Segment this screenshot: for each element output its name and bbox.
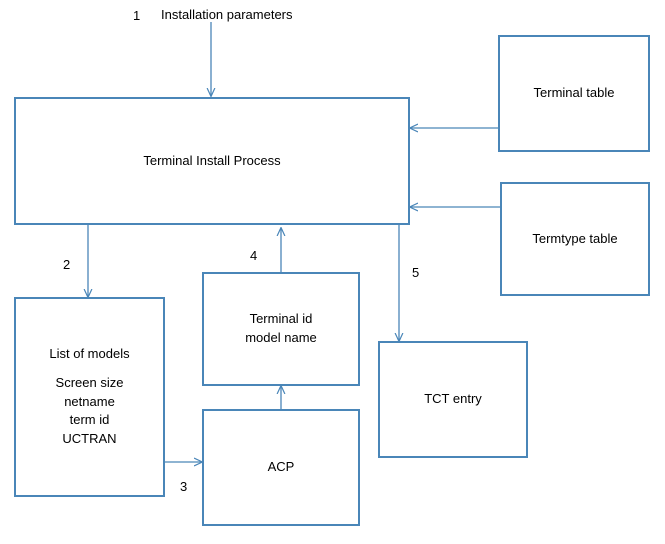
number-1: 1: [133, 8, 141, 23]
box-termtype-table[interactable]: Termtype table: [500, 182, 650, 296]
box-list-of-models-line-3: netname: [64, 393, 115, 409]
box-terminal-id-model-name-line-2: model name: [245, 330, 317, 345]
box-terminal-install-process[interactable]: Terminal Install Process: [14, 97, 410, 225]
box-terminal-table-line-1: Terminal table: [533, 85, 615, 101]
box-terminal-table[interactable]: Terminal table: [498, 35, 650, 152]
box-list-of-models-line-5: UCTRAN: [62, 431, 117, 447]
box-termtype-table-line-1: Termtype table: [532, 230, 618, 246]
number-5: 5: [412, 265, 420, 280]
number-3: 3: [180, 479, 188, 494]
box-list-of-models-line-1: List of models: [49, 345, 130, 361]
box-list-of-models-line-4: term id: [69, 412, 110, 428]
number-2: 2: [63, 257, 71, 272]
box-terminal-install-process-line-1: Terminal Install Process: [143, 152, 281, 168]
box-list-of-models[interactable]: List of models Screen size netname term …: [14, 297, 165, 497]
box-acp[interactable]: ACP: [202, 409, 360, 526]
box-tct-entry-line-1: TCT entry: [424, 391, 482, 407]
box-list-of-models-line-2: Screen size: [55, 374, 124, 390]
box-terminal-id-model-name[interactable]: Terminal id model name: [202, 272, 360, 386]
box-tct-entry[interactable]: TCT entry: [378, 341, 528, 458]
box-acp-line-1: ACP: [267, 459, 295, 475]
box-terminal-id-model-name-line-1: Terminal id: [249, 311, 313, 327]
label-installation-parameters: Installation parameters: [161, 7, 293, 22]
number-4: 4: [250, 248, 258, 263]
